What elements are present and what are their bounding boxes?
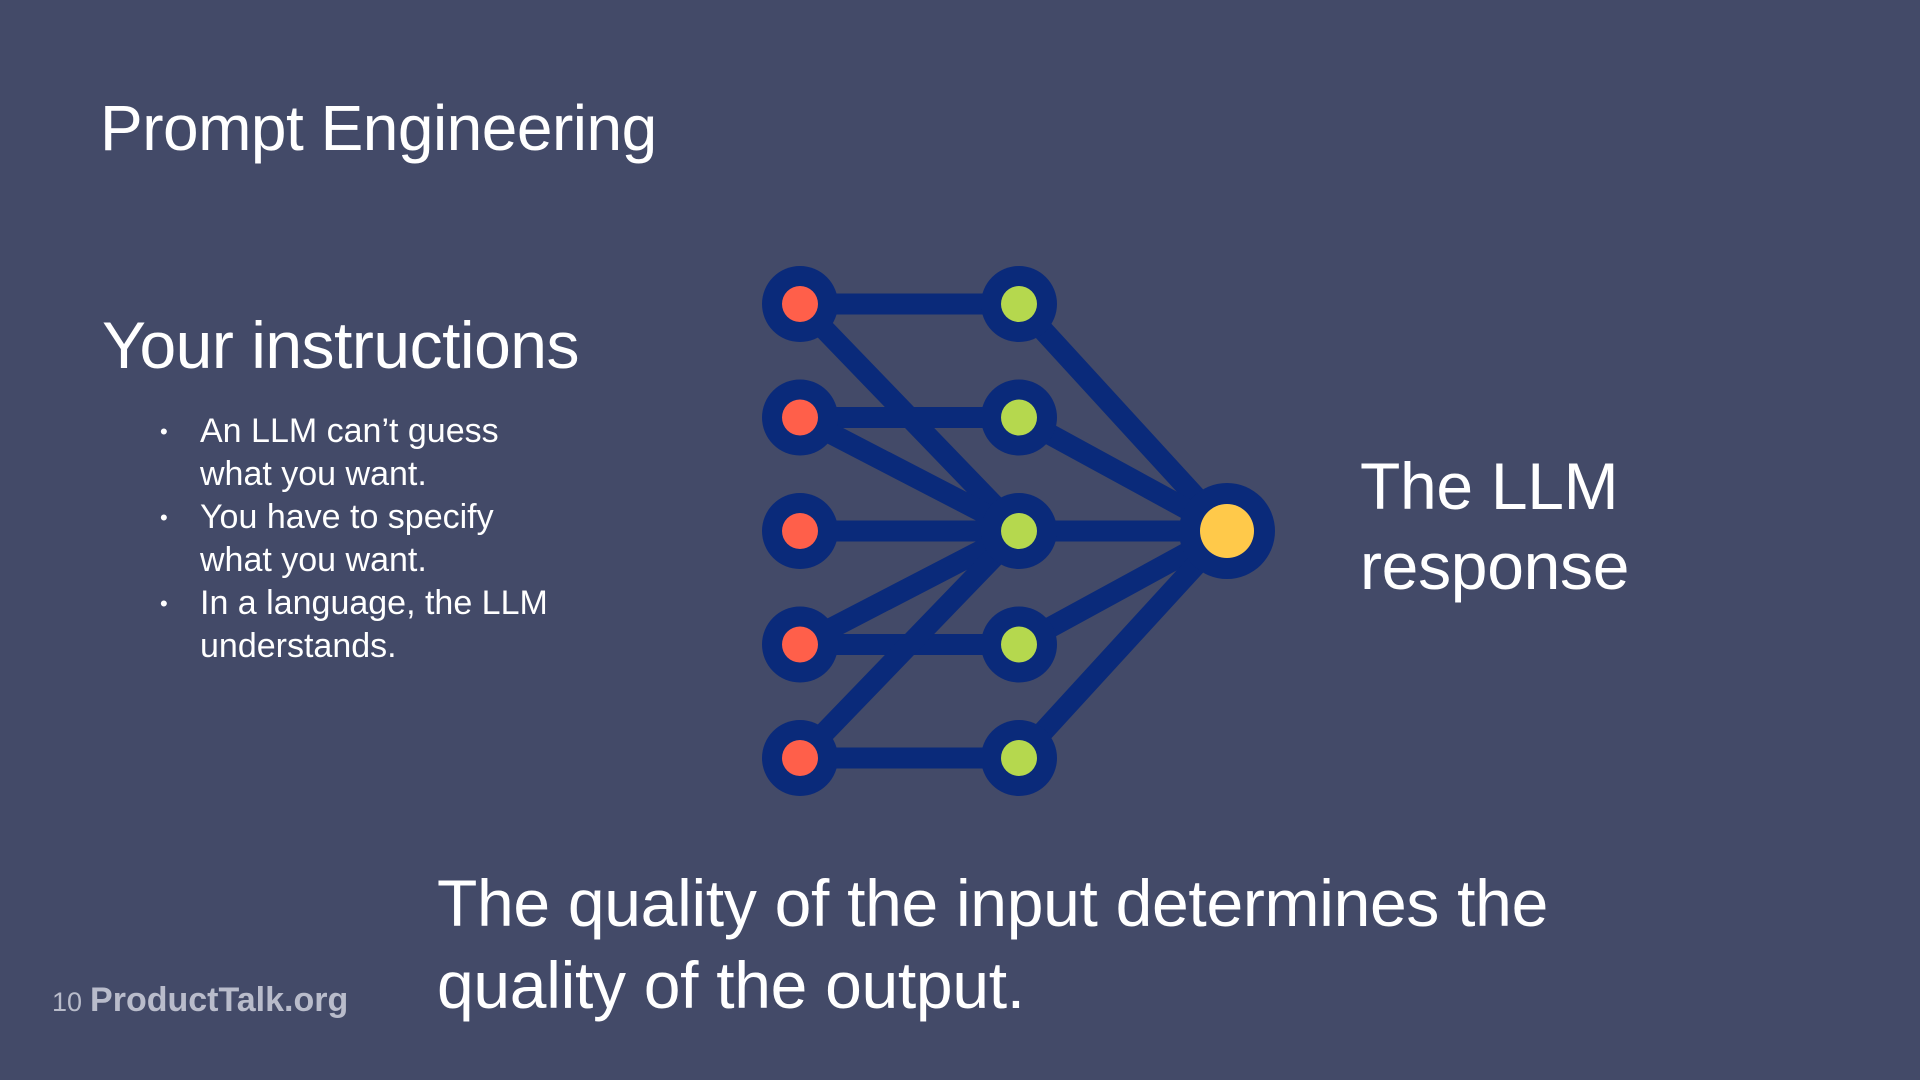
llm-response-label-line2: response [1360,529,1630,603]
hidden-node-core [1001,740,1037,776]
bullet-text: You have to specify what you want. [200,498,494,579]
hidden-node-core [1001,286,1037,322]
bullet-dot-icon: • [160,505,168,530]
bullet-dot-icon: • [160,419,168,444]
input-hidden-edge [789,520,1030,655]
page-number: 10 [52,987,83,1017]
llm-response-label-line1: The LLM [1360,449,1619,523]
bullet-text: An LLM can’t guess what you want. [200,412,499,493]
hidden-node [981,720,1057,796]
hidden-output-edge [1008,293,1238,542]
input-node-core [782,399,818,436]
takeaway-line2: quality of the output. [437,948,1025,1022]
takeaway-statement: The quality of the input determines the … [437,862,1548,1026]
bullet-item: • You have to specify what you want. [160,496,560,582]
bullet-list: • An LLM can’t guess what you want. • Yo… [160,410,560,668]
network-nodes [762,266,1275,796]
llm-response-label: The LLM response [1360,446,1629,606]
input-node [762,266,838,342]
bullet-item: • An LLM can’t guess what you want. [160,410,560,496]
section-heading: Your instructions [102,308,580,382]
input-node [762,606,838,683]
bullet-dot-icon: • [160,591,168,616]
output-node [1179,483,1275,579]
hidden-output-edge [1008,520,1238,769]
hidden-node-core [1001,626,1037,663]
input-node-core [782,626,818,663]
hidden-node [981,379,1057,456]
hidden-node [981,493,1057,569]
input-node-core [782,286,818,322]
output-node-core [1200,504,1254,558]
input-hidden-edge [789,407,1030,542]
hidden-node [981,606,1057,683]
takeaway-line1: The quality of the input determines the [437,866,1548,940]
bullet-item: • In a language, the LLM understands. [160,582,560,668]
bullet-text: In a language, the LLM understands. [200,584,548,665]
input-node-core [782,740,818,776]
slide-title: Prompt Engineering [100,92,657,164]
input-node [762,720,838,796]
hidden-node-core [1001,399,1037,436]
input-node [762,493,838,569]
input-node-core [782,513,818,549]
input-hidden-edge [789,520,1030,769]
hidden-node-core [1001,513,1037,549]
brand-logo: ProductTalk.org [90,981,349,1019]
input-node [762,379,838,456]
hidden-node [981,266,1057,342]
